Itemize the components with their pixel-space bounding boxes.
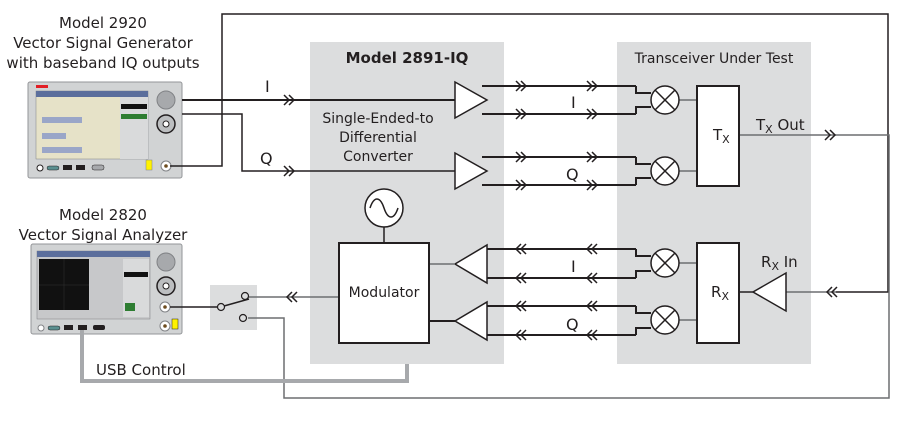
connector-chevron-icon — [514, 329, 522, 341]
connector-chevron-icon — [586, 80, 594, 92]
analyzer-usb-port — [78, 325, 87, 330]
connector-chevron-icon — [514, 300, 522, 312]
connector-chevron-icon — [590, 243, 598, 255]
connector-chevron-icon — [585, 243, 593, 255]
tx-out-wire — [248, 134, 890, 399]
connector-chevron-icon — [520, 108, 528, 120]
i-receive-amplifier — [453, 243, 488, 285]
converter-label-line1: Single-Ended-to — [322, 111, 433, 127]
q-tx-label: Q — [566, 165, 579, 184]
connector-chevron-icon — [288, 94, 296, 106]
connector-chevron-icon — [591, 108, 599, 120]
analyzer-name: Vector Signal Analyzer — [19, 226, 189, 244]
converter-label-line3: Converter — [343, 149, 413, 165]
connector-chevron-icon — [285, 291, 293, 303]
connector-chevron-icon — [519, 243, 527, 255]
connector-chevron-icon — [514, 243, 522, 255]
i-tx-label: I — [571, 93, 576, 112]
connector-chevron-icon — [515, 179, 523, 191]
connector-chevron-icon — [288, 165, 296, 177]
connector-chevron-icon — [590, 329, 598, 341]
connector-chevron-icon — [824, 129, 832, 141]
connector-chevron-icon — [515, 151, 523, 163]
rx-i-mixer-icon — [650, 248, 680, 278]
connector-chevron-icon — [585, 329, 593, 341]
wires — [170, 13, 889, 336]
generator-name: Vector Signal Generator — [13, 34, 193, 52]
i-rx-label: I — [571, 257, 576, 276]
generator-knob — [156, 90, 176, 110]
connector-chevron-icon — [825, 286, 833, 298]
generator-rf-loop-wire — [170, 13, 889, 293]
connector-chevron-icon — [586, 108, 594, 120]
transceiver-title: Transceiver Under Test — [634, 51, 794, 67]
connectors — [283, 80, 838, 341]
connector-chevron-icon — [283, 165, 291, 177]
signal-analyzer-instrument — [30, 243, 183, 335]
connector-chevron-icon — [520, 80, 528, 92]
connector-chevron-icon — [586, 151, 594, 163]
q-rx-label: Q — [566, 315, 579, 334]
tx-out-label: TX Out — [755, 116, 805, 136]
connector-chevron-icon — [586, 179, 594, 191]
generator-subtitle: with baseband IQ outputs — [6, 54, 199, 72]
q-converter-amplifier — [454, 151, 489, 191]
connector-chevron-icon — [585, 300, 593, 312]
connector-chevron-icon — [829, 129, 837, 141]
connector-chevron-icon — [590, 300, 598, 312]
connector-chevron-icon — [514, 272, 522, 284]
i-input-label: I — [265, 77, 270, 96]
connector-chevron-icon — [585, 272, 593, 284]
signal-generator-instrument — [27, 81, 183, 179]
analyzer-model: Model 2820 — [59, 206, 147, 224]
brand-logo — [36, 85, 48, 88]
modulator-label: Modulator — [349, 285, 420, 301]
rx-block — [696, 242, 740, 344]
connector-chevron-icon — [591, 179, 599, 191]
rx-in-label: RX In — [761, 253, 798, 273]
rf-switch[interactable] — [216, 291, 250, 323]
rx-q-mixer-icon — [650, 305, 680, 335]
rx-label: RX — [711, 283, 729, 303]
generator-model: Model 2920 — [59, 14, 147, 32]
rx-in-amplifier — [751, 271, 787, 313]
q-input-wire — [182, 113, 455, 172]
tx-label: TX — [712, 126, 730, 146]
q-receive-amplifier — [453, 300, 488, 342]
model-2891-iq-title: Model 2891-IQ — [346, 49, 469, 67]
connector-chevron-icon — [591, 151, 599, 163]
connector-chevron-icon — [591, 80, 599, 92]
connector-chevron-icon — [520, 179, 528, 191]
connector-chevron-icon — [519, 300, 527, 312]
tx-i-mixer-icon — [650, 85, 680, 115]
connector-chevron-icon — [590, 272, 598, 284]
usb-control-cable — [80, 330, 409, 383]
converter-label-line2: Differential — [339, 130, 417, 146]
connector-chevron-icon — [520, 151, 528, 163]
connector-chevron-icon — [519, 329, 527, 341]
i-converter-amplifier — [454, 80, 489, 120]
connector-chevron-icon — [290, 291, 298, 303]
analyzer-knob — [156, 252, 176, 272]
tx-block — [696, 85, 740, 187]
connector-chevron-icon — [283, 94, 291, 106]
tx-q-mixer-icon — [650, 156, 680, 186]
connector-chevron-icon — [830, 286, 838, 298]
q-input-label: Q — [260, 149, 273, 168]
connector-chevron-icon — [519, 272, 527, 284]
connector-chevron-icon — [515, 108, 523, 120]
connector-chevron-icon — [515, 80, 523, 92]
usb-control-label: USB Control — [96, 361, 186, 379]
modulator-block — [338, 242, 430, 344]
